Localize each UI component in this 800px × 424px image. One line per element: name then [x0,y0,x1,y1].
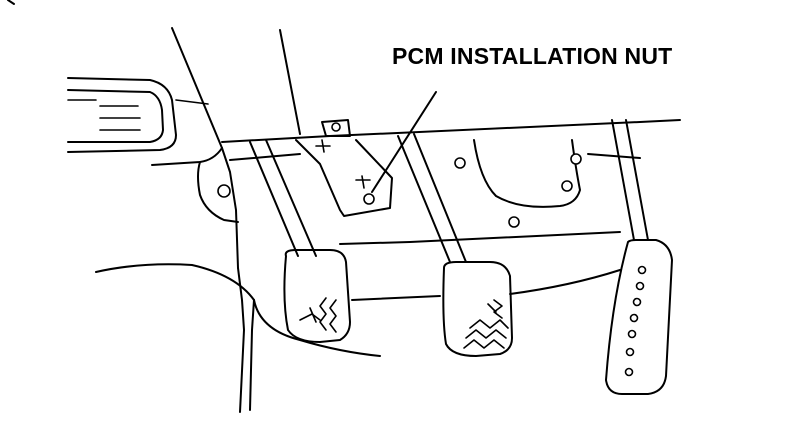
pcm-installation-nut-label: PCM INSTALLATION NUT [392,43,673,69]
accelerator-pedal [605,119,673,395]
brake-pedal [397,133,513,357]
dash-lower-edge [221,29,681,301]
lower-dash-panel [95,27,381,413]
pcm-bracket [295,119,393,217]
left-dash-vent [7,0,209,153]
pcm-installation-nut [363,193,375,205]
clutch-pedal [249,139,351,343]
callout-leader-line [371,91,437,193]
firewall-panel [454,139,641,228]
